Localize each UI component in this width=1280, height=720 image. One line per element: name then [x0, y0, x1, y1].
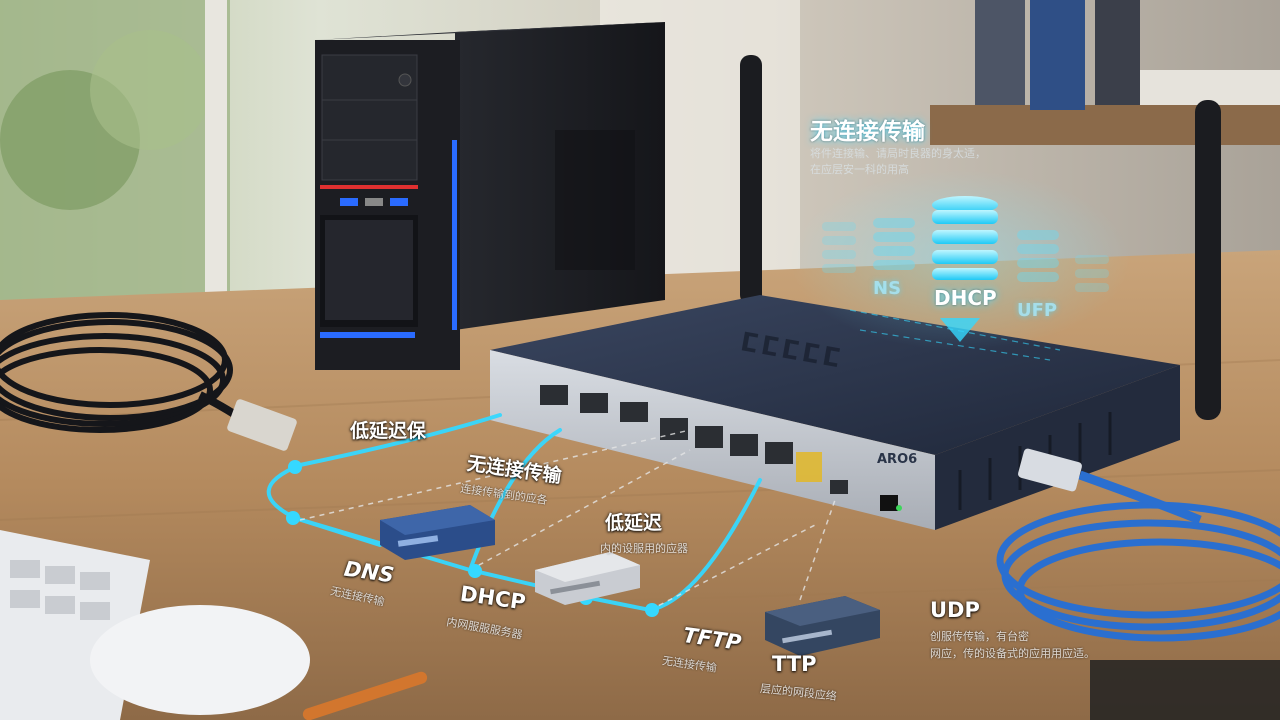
blue-cable-connector — [1018, 448, 1082, 492]
binder-3 — [1095, 0, 1140, 105]
mouse — [90, 605, 310, 715]
db-icon-right — [1017, 230, 1109, 292]
db-label-left: NS — [873, 278, 902, 299]
router — [490, 295, 1180, 530]
router-brand-label: ARO6 — [877, 452, 918, 467]
label-udp-sub-line2: 网应，传的设备式的应用用应适。 — [930, 647, 1095, 660]
label-low-latency-guarantee: 低延迟保 — [350, 420, 427, 442]
hologram-pointer-icon — [940, 318, 980, 342]
dns-server-device — [380, 505, 495, 560]
pc-red-light — [320, 185, 418, 189]
label-udp: UDP — [930, 598, 980, 622]
binder-1 — [975, 0, 1025, 105]
pencil — [302, 671, 428, 720]
dhcp-server-device — [535, 552, 640, 605]
udp-server-device — [765, 596, 880, 656]
pc-tower — [315, 22, 665, 370]
window-frame — [205, 0, 227, 300]
overlay-subtitle-line2: 在应层安一科的用高 — [810, 163, 909, 176]
pc-side-vent — [555, 130, 635, 270]
antenna-right — [1195, 100, 1221, 420]
binder-2 — [1030, 0, 1085, 110]
router-ports — [540, 385, 848, 494]
db-label-center: DHCP — [934, 286, 997, 310]
paper-stack — [1140, 70, 1280, 105]
black-cable-connector — [227, 399, 297, 451]
phone-edge — [1090, 660, 1280, 720]
overlay-title: 无连接传输 — [810, 119, 925, 145]
status-led — [880, 495, 898, 511]
antenna-left — [740, 55, 762, 305]
label-ttp: TTP — [772, 652, 817, 676]
overlay-subtitle-line1: 将件连接输、请局时良器的身太适， — [810, 147, 986, 160]
blue-cable-coil — [996, 470, 1280, 642]
pc-blue-light — [452, 140, 457, 330]
label-udp-sub-line1: 创服传传输，有台密 — [930, 630, 1029, 643]
wall-shelf — [930, 105, 1280, 145]
power-button-icon — [398, 73, 412, 87]
label-low-latency-sub: 内的设服用的应器 — [600, 542, 688, 555]
db-icon-center — [932, 196, 998, 280]
db-label-right: UFP — [1017, 300, 1058, 321]
db-icon-left — [822, 218, 915, 273]
label-low-latency: 低延迟 — [605, 512, 663, 534]
